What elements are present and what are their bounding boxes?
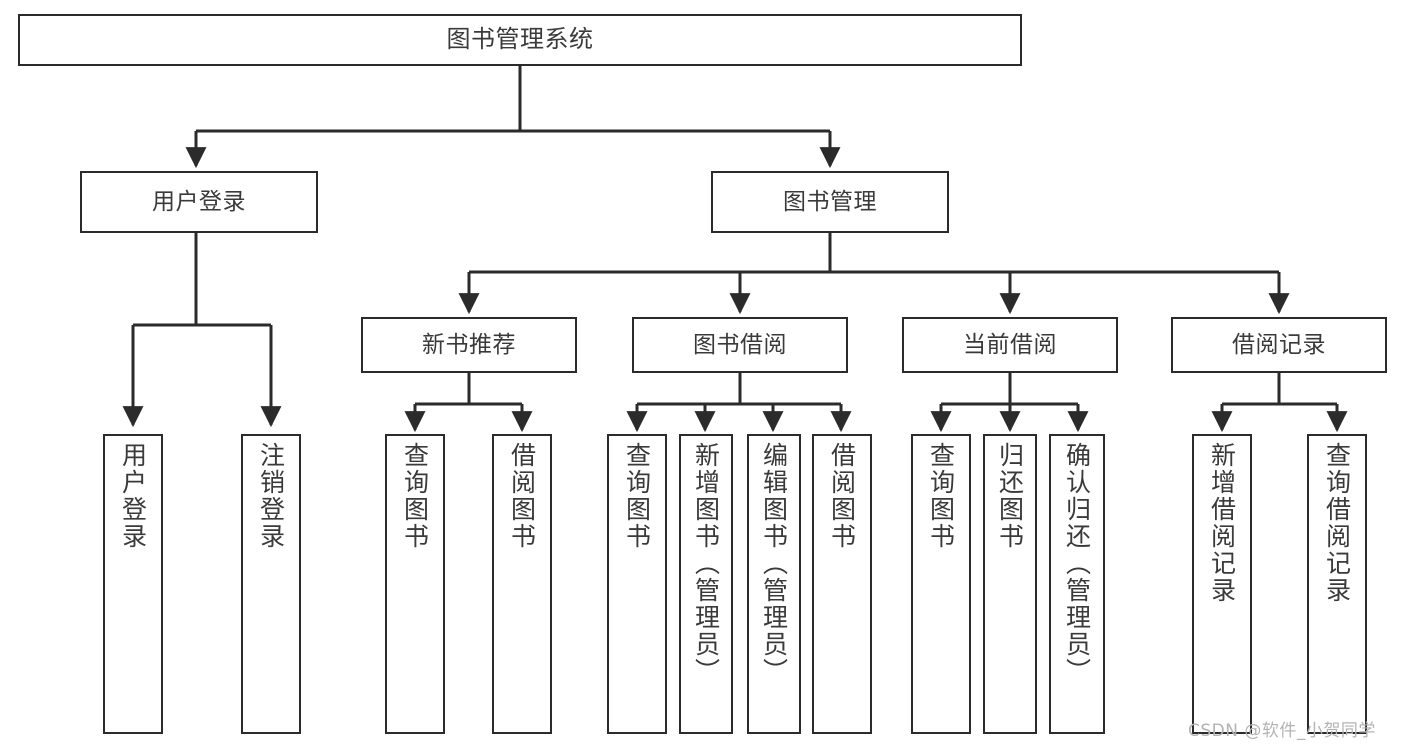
node-leaf-borrow-book[interactable]: 借阅图书 — [812, 434, 872, 734]
node-label: 新增借阅记录 — [1207, 442, 1237, 604]
node-leaf-edit-book-admin[interactable]: 编辑图书（管理员） — [747, 434, 801, 734]
node-root-book-management-system[interactable]: 图书管理系统 — [18, 14, 1022, 66]
node-leaf-query-book-borrow[interactable]: 查询图书 — [607, 434, 667, 734]
node-label: 新增图书（管理员） — [691, 442, 721, 685]
node-label: 借阅图书 — [827, 442, 857, 550]
node-leaf-user-login[interactable]: 用户登录 — [103, 434, 163, 734]
node-leaf-add-borrow-record[interactable]: 新增借阅记录 — [1192, 434, 1252, 734]
node-label: 图书借阅 — [693, 331, 787, 358]
node-label: 借阅记录 — [1232, 331, 1326, 358]
node-leaf-query-borrow-record[interactable]: 查询借阅记录 — [1307, 434, 1367, 734]
node-leaf-query-book-current[interactable]: 查询图书 — [911, 434, 971, 734]
node-book-management[interactable]: 图书管理 — [711, 171, 949, 233]
node-leaf-confirm-return-admin[interactable]: 确认归还（管理员） — [1049, 434, 1105, 734]
node-leaf-logout[interactable]: 注销登录 — [241, 434, 301, 734]
node-user-login[interactable]: 用户登录 — [80, 171, 318, 233]
node-label: 用户登录 — [152, 188, 246, 215]
node-label: 查询借阅记录 — [1322, 442, 1352, 604]
node-label: 新书推荐 — [422, 331, 516, 358]
node-label: 用户登录 — [118, 442, 148, 550]
node-label: 确认归还（管理员） — [1062, 442, 1092, 685]
node-label: 归还图书 — [995, 442, 1025, 550]
node-current-borrow[interactable]: 当前借阅 — [902, 317, 1118, 373]
node-label: 编辑图书（管理员） — [759, 442, 789, 685]
node-label: 当前借阅 — [963, 331, 1057, 358]
node-label: 图书管理系统 — [446, 25, 594, 54]
node-label: 查询图书 — [400, 442, 430, 550]
node-label: 注销登录 — [256, 442, 286, 550]
node-label: 查询图书 — [622, 442, 652, 550]
node-book-borrow[interactable]: 图书借阅 — [632, 317, 848, 373]
node-leaf-borrow-book-recommend[interactable]: 借阅图书 — [492, 434, 552, 734]
node-label: 借阅图书 — [507, 442, 537, 550]
node-label: 图书管理 — [783, 188, 877, 215]
node-new-book-recommend[interactable]: 新书推荐 — [361, 317, 577, 373]
node-leaf-add-book-admin[interactable]: 新增图书（管理员） — [679, 434, 733, 734]
node-leaf-return-book[interactable]: 归还图书 — [983, 434, 1037, 734]
node-leaf-query-book-recommend[interactable]: 查询图书 — [385, 434, 445, 734]
node-borrow-record[interactable]: 借阅记录 — [1171, 317, 1387, 373]
watermark-csdn: CSDN @软件_小贺同学 — [1188, 721, 1376, 741]
node-label: 查询图书 — [926, 442, 956, 550]
